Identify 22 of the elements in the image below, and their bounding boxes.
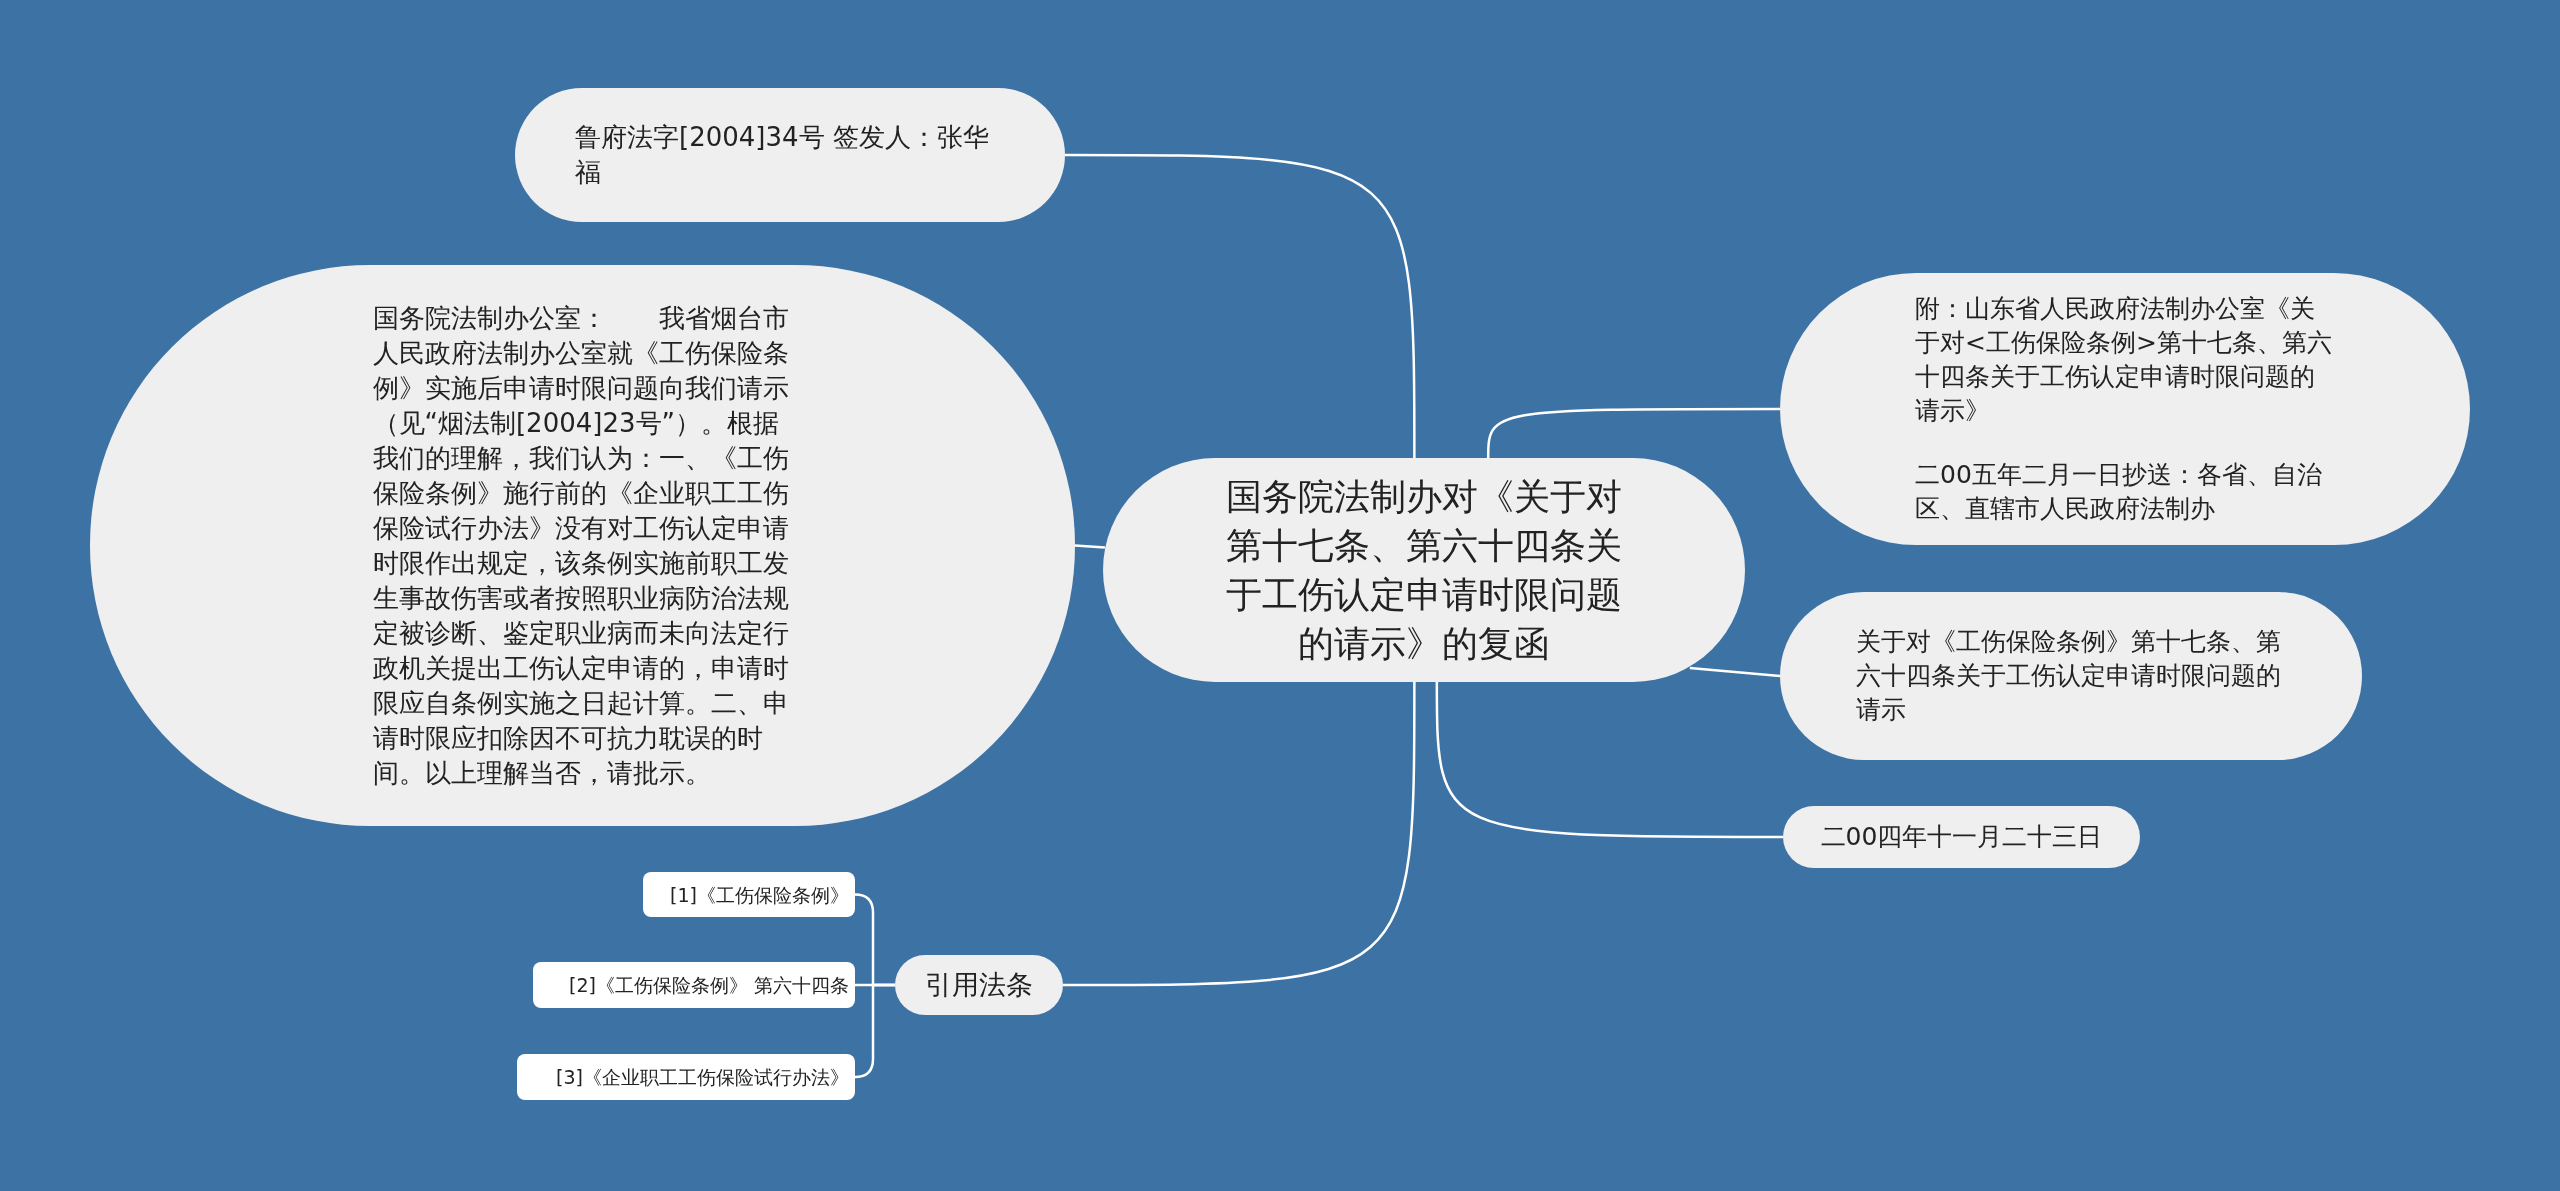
connector-line xyxy=(854,983,895,1079)
connector-line xyxy=(1435,680,1783,839)
node-text: 附：山东省人民政府法制办公室《关于对<工伤保险条例>第十七条、第六十四条关于工伤认定申请时限问题的请示》 xyxy=(1915,293,2333,427)
node-text: 关于对《工伤保险条例》第十七条、第六十四条关于工伤认定申请时限问题的请示 xyxy=(1856,626,2282,726)
node-text: 引用法条 xyxy=(924,968,1034,1002)
node-text: 国务院法制办对《关于对第十七条、第六十四条关于工伤认定申请时限问题的请示》的复函 xyxy=(1225,475,1623,666)
node-text: [2]《工伤保险条例》 第六十四条 xyxy=(568,973,849,998)
reference-box xyxy=(533,962,855,1008)
connector-line xyxy=(1063,680,1416,987)
node-text: [1]《工伤保险条例》 xyxy=(669,882,849,908)
connector-line xyxy=(1689,666,1781,678)
connector-line xyxy=(1074,544,1105,549)
connector-line xyxy=(1065,153,1416,458)
node-text: 二00四年十一月二十三日 xyxy=(1819,821,2104,853)
reference-box xyxy=(643,872,855,917)
topic-bubble xyxy=(895,955,1063,1015)
node-text: 鲁府法字[2004]34号 签发人：张华福 xyxy=(575,121,990,189)
node-text: [3]《企业职工工伤保险试行办法》 xyxy=(555,1065,849,1090)
reference-box xyxy=(517,1054,855,1100)
node-text: 国务院法制办公室： 我省烟台市人民政府法制办公室就《工伤保险条例》实施后申请时限问题向我们请示（见“烟法制[2004]23号”）。根据我们的理解，我们认为：一、《工伤保险条例》施行前的《企业职工工伤保险试行办法》没有对工伤认定申请时限作出规定，该条例实施前职工发生事故伤害或者按照职业病防治法规定被诊断、鉴定职业病而未向法定行政机关提出工伤认定申请的，申请时限应自条例实施之日起计算。二、申请时限应扣除因不可抗力耽误的时间。以上理解当否，请批示。 xyxy=(372,301,790,790)
connector-line xyxy=(1486,407,1780,460)
node-text: 二00五年二月一日抄送：各省、自治区、直辖市人民政府法制办 xyxy=(1915,459,2323,525)
